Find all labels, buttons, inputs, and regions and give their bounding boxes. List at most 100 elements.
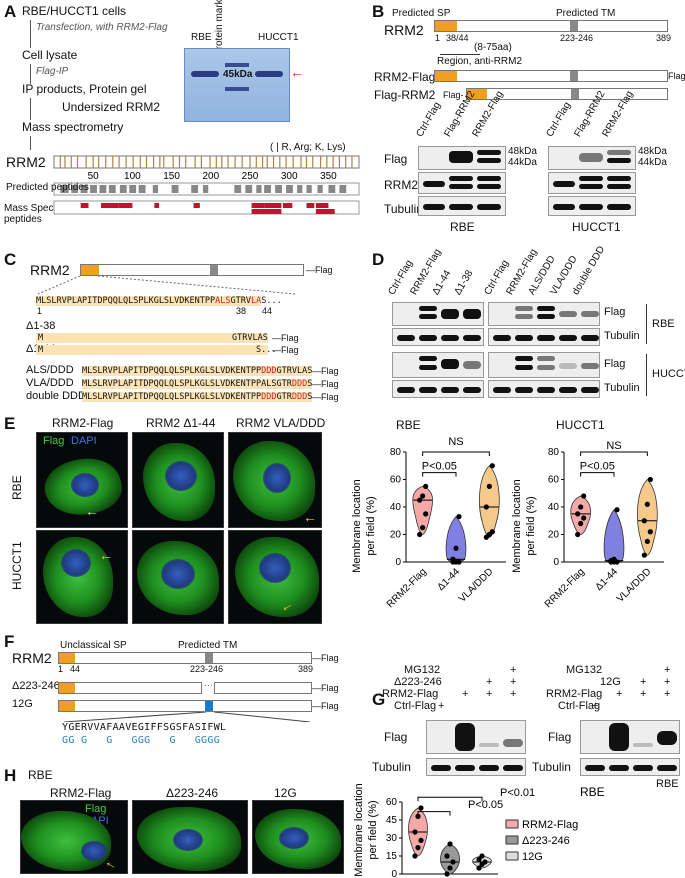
ms-peptide xyxy=(264,203,282,208)
h-cell: RBE xyxy=(28,768,53,782)
violin-point xyxy=(482,859,488,865)
violin-point xyxy=(644,538,650,544)
d-blot-rbe-flag-2 xyxy=(488,302,600,326)
panel-letter-a: A xyxy=(4,2,17,21)
sig-label: P<0.01 xyxy=(500,787,535,799)
a-arrow1 xyxy=(30,20,31,48)
h-ylabel2: per field (%) xyxy=(367,800,379,859)
e-ylabel1: Membrane location xyxy=(351,479,363,573)
c-rrm2-bar xyxy=(80,264,304,276)
violin-2 xyxy=(637,478,658,556)
c-dbl-c: S xyxy=(307,392,313,402)
g-plus: + xyxy=(462,688,469,700)
panel-letter-c: C xyxy=(4,250,17,269)
a-arrow3 xyxy=(30,98,31,120)
predicted-peptide xyxy=(60,185,69,193)
violin-point xyxy=(644,501,650,507)
h-plot-title: RBE xyxy=(580,785,605,799)
violin-point xyxy=(420,525,426,531)
g-right-tub-label: Tubulin xyxy=(532,760,571,774)
y-tick-label: 80 xyxy=(548,447,560,458)
predicted-peptide xyxy=(286,185,293,193)
b-kda2: 44kDa xyxy=(508,157,537,168)
panel-letter-g: G xyxy=(372,690,386,709)
d-row-tub-rbe: Tubulin xyxy=(604,330,640,342)
g-plus: + xyxy=(486,676,493,688)
predicted-peptide xyxy=(138,185,146,193)
gel-band-marker xyxy=(225,63,249,67)
ms-peptide xyxy=(80,203,89,208)
d-blot-h-tub-1 xyxy=(392,380,484,398)
a-tick-label: 300 xyxy=(281,171,298,182)
g-plus: + xyxy=(510,664,517,676)
g-row-ctrl-right: Ctrl-Flag xyxy=(558,700,601,712)
b-kda2-h: 44kDa xyxy=(638,157,667,168)
e-col2: RRM2 Δ1-44 xyxy=(146,416,216,430)
y-tick-label: 80 xyxy=(390,447,402,458)
predicted-peptide xyxy=(317,185,323,193)
b-n3: 223-246 xyxy=(560,33,594,43)
violin-point xyxy=(641,552,647,558)
a-arrow2 xyxy=(30,64,31,84)
violin-point xyxy=(423,483,429,489)
gel-lane-hucct1: HUCCT1 xyxy=(258,32,299,43)
e-col3: RRM2 VLA/DDD xyxy=(236,416,326,430)
e-row1: RBE xyxy=(10,475,24,500)
d-cell-rbe: RBE xyxy=(652,318,675,330)
predicted-peptide xyxy=(306,185,312,193)
b-rrm2-bar xyxy=(434,20,668,32)
violin-point xyxy=(581,515,587,521)
violin-point xyxy=(415,813,421,819)
c-als: ALS/DDD xyxy=(26,364,74,376)
violin-point xyxy=(483,504,489,510)
c-als-flag: —Flag xyxy=(312,366,339,376)
violin-point xyxy=(420,493,426,499)
f-n1: 1 xyxy=(58,664,64,674)
sig-label: P<0.05 xyxy=(580,461,615,473)
g-blot-right-flag xyxy=(580,720,680,754)
violin-point xyxy=(456,559,462,565)
c-d144-bar xyxy=(36,345,268,355)
y-tick-label: 0 xyxy=(553,557,559,568)
f-protein: RRM2 xyxy=(12,650,52,666)
e-image-h-d144 xyxy=(132,530,224,624)
d-blot-h-flag-1 xyxy=(392,352,484,378)
c-seq-c: S... xyxy=(261,296,282,306)
d-right-lane-4: double DDD xyxy=(570,244,608,297)
violin-point xyxy=(415,845,421,851)
b-blot-rbe-flag xyxy=(418,146,506,170)
y-tick-label: 20 xyxy=(390,530,402,541)
gel-band-hucct1 xyxy=(255,71,283,77)
a-legend: ( | R, Arg; K, Lys) xyxy=(270,142,346,153)
sig-bracket xyxy=(580,451,648,456)
predicted-peptide xyxy=(80,185,88,193)
b-sp: Predicted SP xyxy=(392,8,451,19)
sig-bracket xyxy=(422,451,490,456)
a-step3: IP products, Protein gel xyxy=(22,82,147,96)
y-tick-label: 15 xyxy=(386,851,398,862)
sig-bracket xyxy=(580,472,615,477)
ms-peptide xyxy=(118,203,133,208)
violin-point xyxy=(476,857,482,863)
b-blot-hucct1-tubulin xyxy=(548,196,636,216)
h-stain1: Flag xyxy=(85,803,107,815)
h-legend-swatch-1 xyxy=(505,835,519,845)
violin-point xyxy=(641,518,647,524)
violin-2 xyxy=(479,465,500,538)
violin-point xyxy=(581,493,587,499)
b-hucct1-lane-0: Ctrl-Flag xyxy=(544,100,574,139)
b-region2: Region, anti-RRM2 xyxy=(437,56,523,67)
e-arrow-icon-1: ← xyxy=(85,503,99,519)
gel-band-marker2 xyxy=(225,87,249,91)
b-flag-n: Flag- xyxy=(443,90,464,100)
f-12g: 12G xyxy=(12,698,33,710)
c-vla-r: DDD xyxy=(291,379,308,389)
c-zoom-lines xyxy=(37,276,296,295)
e-ylabel2b: per field (%) xyxy=(525,496,537,555)
violin-point xyxy=(476,865,482,871)
h-image-d223 xyxy=(132,800,248,874)
ms-peptide xyxy=(154,203,160,208)
b-construct2: Flag-RRM2 xyxy=(374,88,436,102)
